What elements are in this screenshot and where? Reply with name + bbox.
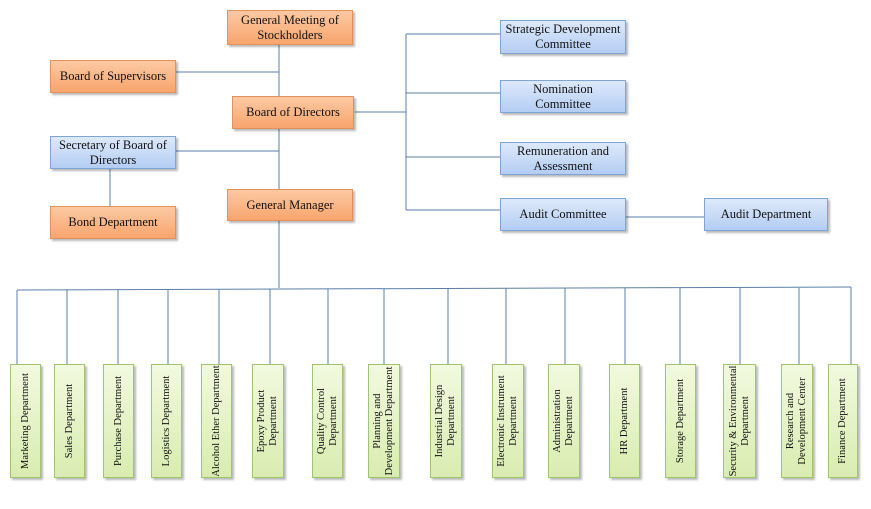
general-meeting-label: General Meeting of Stockholders — [241, 12, 339, 42]
dept-quality-control: Quality Control Department — [312, 364, 343, 478]
dept-alcohol-ether: Alcohol Ether Department — [201, 364, 232, 478]
general-manager-label: General Manager — [246, 197, 334, 212]
dept-quality-control-label: Quality Control Department — [315, 387, 339, 455]
audit-department-box: Audit Department — [704, 198, 828, 231]
dept-hr: HR Department — [609, 364, 640, 478]
dept-sales: Sales Department — [54, 364, 85, 478]
audit-committee-label: Audit Committee — [519, 207, 607, 221]
board-of-directors-label: Board of Directors — [246, 105, 340, 119]
dept-logistics: Logistics Department — [151, 364, 182, 478]
dept-electronic-instrument-label: Electronic Instrument Department — [496, 375, 519, 467]
dept-planning-development: Planning and Development Department — [368, 364, 400, 478]
audit-committee-box: Audit Committee — [500, 198, 626, 231]
dept-industrial-design: Industrial Design Department — [430, 364, 462, 478]
nomination-committee-box: Nomination Committee — [500, 80, 626, 113]
dept-marketing-label: Marketing Department — [19, 373, 31, 469]
dept-alcohol-ether-label: Alcohol Ether Department — [210, 365, 222, 477]
dept-planning-development-label: Planning and Development Department — [372, 366, 395, 476]
secretary-label: Secretary of Board of Directors — [59, 137, 167, 167]
dept-logistics-label: Logistics Department — [160, 375, 172, 467]
dept-finance-label: Finance Department — [837, 378, 848, 464]
dept-research-development-label: Research and Development Center — [785, 377, 808, 465]
remuneration-assessment-box: Remuneration and Assessment — [500, 142, 626, 175]
dept-epoxy-product: Epoxy Product Department — [252, 364, 284, 478]
general-manager-box: General Manager — [227, 189, 353, 221]
bond-department-label: Bond Department — [68, 215, 158, 229]
strategic-development-committee-label: Strategic Development Committee — [505, 22, 621, 51]
strategic-development-committee-box: Strategic Development Committee — [500, 20, 626, 54]
board-of-supervisors-box: Board of Supervisors — [50, 60, 176, 93]
dept-research-development: Research and Development Center — [781, 364, 813, 478]
dept-industrial-design-label: Industrial Design Department — [434, 384, 457, 458]
dept-marketing: Marketing Department — [10, 364, 41, 478]
dept-purchase: Purchase Department — [103, 364, 134, 478]
dept-security-environmental: Security & Environmental Department — [723, 364, 756, 478]
dept-administration-label: Administration Department — [552, 389, 575, 453]
dept-purchase-label: Purchase Department — [112, 375, 124, 467]
dept-sales-label: Sales Department — [63, 383, 75, 459]
secretary-box: Secretary of Board of Directors — [50, 136, 176, 169]
nomination-committee-label: Nomination Committee — [533, 81, 593, 111]
dept-storage-label: Storage Department — [674, 378, 686, 464]
general-meeting-box: General Meeting of Stockholders — [227, 10, 353, 45]
dept-finance: Finance Department — [828, 364, 858, 478]
dept-administration: Administration Department — [548, 364, 580, 478]
dept-electronic-instrument: Electronic Instrument Department — [492, 364, 524, 478]
board-of-directors-box: Board of Directors — [232, 96, 354, 129]
bond-department-box: Bond Department — [50, 206, 176, 239]
audit-department-label: Audit Department — [720, 207, 812, 221]
dept-security-environmental-label: Security & Environmental Department — [727, 365, 751, 477]
dept-storage: Storage Department — [665, 364, 696, 478]
dept-epoxy-product-label: Epoxy Product Department — [256, 389, 279, 453]
board-of-supervisors-label: Board of Supervisors — [59, 69, 167, 83]
dept-hr-label: HR Department — [618, 387, 630, 455]
remuneration-assessment-label: Remuneration and Assessment — [517, 143, 609, 173]
